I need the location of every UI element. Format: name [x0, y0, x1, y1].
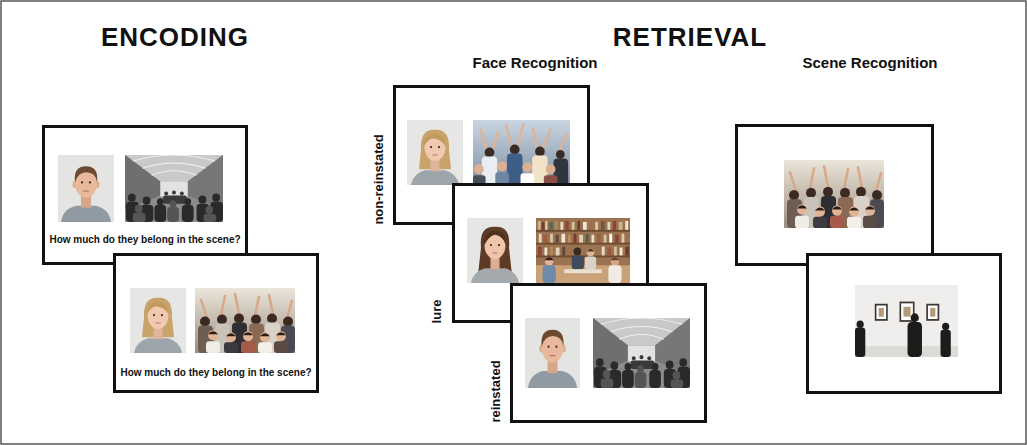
- retrieval-trial-card: reinstated: [510, 283, 707, 423]
- encoding-trial-card: How much do they belong in the scene?: [42, 125, 248, 265]
- face-photo: [467, 218, 523, 283]
- condition-label: reinstated: [489, 361, 504, 423]
- task-heading: Scene Recognition: [802, 54, 937, 71]
- scene-photo: [125, 155, 223, 222]
- question-text: How much do they belong in the scene?: [120, 367, 311, 379]
- question-text: How much do they belong in the scene?: [49, 234, 240, 246]
- scene-photo: [473, 120, 570, 185]
- scene-card: [737, 126, 933, 265]
- scene-photo: [536, 218, 630, 283]
- stimulus-photos: [513, 286, 710, 426]
- face-photo: [407, 120, 463, 185]
- stimulus-photos: [45, 128, 251, 268]
- face-photo: [58, 155, 114, 222]
- scene-card: [808, 255, 1001, 393]
- task-heading: Face Recognition: [472, 54, 597, 71]
- condition-label: non-reinstated: [372, 135, 387, 225]
- condition-label: lure: [431, 299, 446, 323]
- encoding-trial-card: How much do they belong in the scene?: [113, 253, 319, 393]
- scene-photo: [195, 288, 295, 353]
- face-photo: [525, 318, 580, 388]
- section-heading: ENCODING: [101, 22, 249, 53]
- section-heading: RETRIEVAL: [613, 22, 767, 53]
- scene-photo: [593, 318, 690, 388]
- face-photo: [130, 288, 186, 353]
